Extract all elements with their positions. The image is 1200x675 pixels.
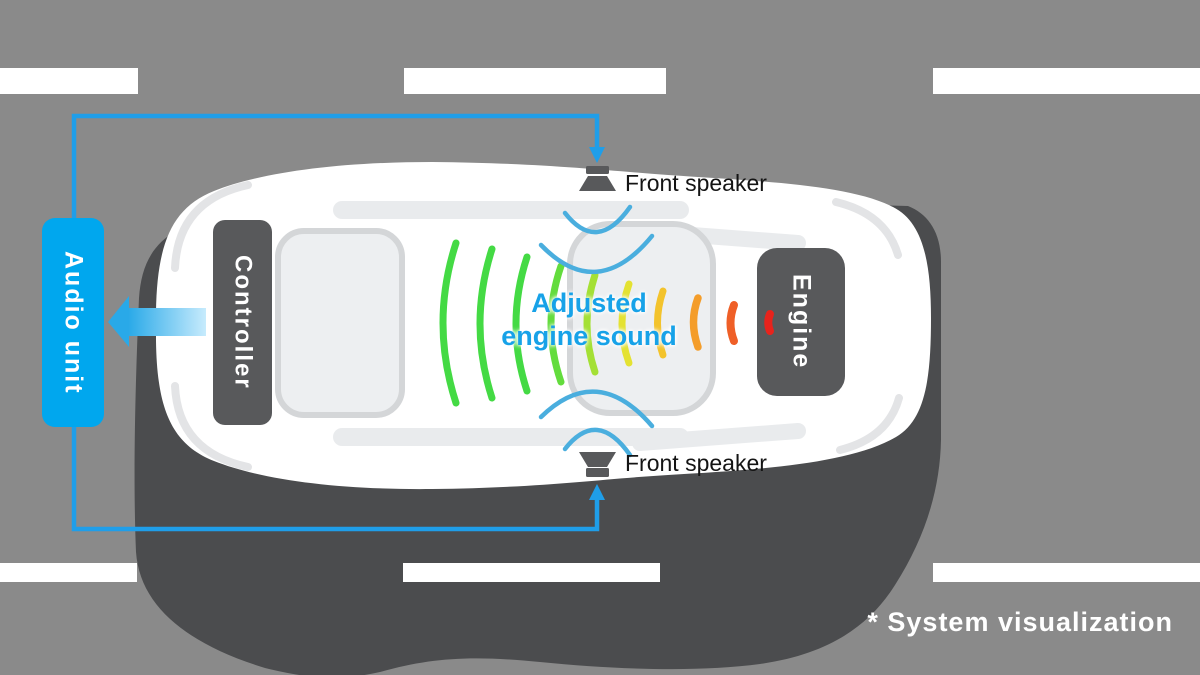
speaker-arc: [562, 204, 633, 235]
controller-box: Controller: [213, 220, 272, 425]
lane-dash: [0, 68, 138, 94]
arrowhead-down-icon: [589, 147, 605, 163]
speaker-arc: [562, 427, 633, 458]
lane-dash: [0, 563, 137, 582]
lane-dash: [404, 68, 666, 94]
engine-sound-waves: [439, 239, 738, 407]
sound-wave-arc: [547, 262, 565, 386]
sound-wave-arc: [439, 239, 460, 407]
sound-wave-arc: [512, 253, 531, 395]
speaker-arc: [538, 389, 655, 429]
sound-wave-arc: [476, 245, 496, 402]
rear-window: [275, 228, 405, 418]
lane-markings: [0, 68, 1200, 582]
lane-dash: [933, 563, 1200, 582]
lane-dash: [403, 563, 660, 582]
sound-wave-arc: [618, 280, 633, 367]
audio-unit-box: Audio unit: [42, 218, 104, 427]
adjusted-engine-sound-label: Adjusted engine sound: [439, 287, 739, 353]
speaker-arc: [538, 233, 655, 275]
adjusted-engine-sound-line2: engine sound: [501, 321, 677, 351]
car-corner-accent: [171, 382, 252, 471]
arrowhead-up-icon: [589, 484, 605, 500]
speaker-sound-arcs: [538, 204, 655, 458]
car-interior-details: [171, 181, 903, 471]
sound-wave-arc: [689, 294, 702, 351]
car-corner-accent: [171, 181, 252, 272]
system-visualization-footnote: * System visualization: [867, 607, 1173, 637]
sound-wave-arc: [654, 287, 667, 359]
adjusted-engine-sound-line1: Adjusted: [531, 288, 647, 318]
front-speaker-top-icon: [579, 166, 616, 191]
signal-wire-top: [71, 113, 605, 219]
front-speaker-bottom-icon: [579, 452, 616, 477]
sound-wave-arc: [726, 301, 738, 345]
front-speaker-top-label: Front speaker: [625, 170, 767, 196]
front-speaker-bottom-label: Front speaker: [625, 450, 767, 476]
sound-wave-arc: [583, 271, 599, 376]
car-corner-accent: [836, 394, 903, 454]
car-corner-accent: [832, 198, 902, 259]
engine-box: Engine: [757, 248, 845, 396]
controller-to-audio-arrow-icon: [108, 296, 206, 347]
lane-dash: [933, 68, 1200, 94]
signal-wire-bottom: [71, 427, 605, 532]
